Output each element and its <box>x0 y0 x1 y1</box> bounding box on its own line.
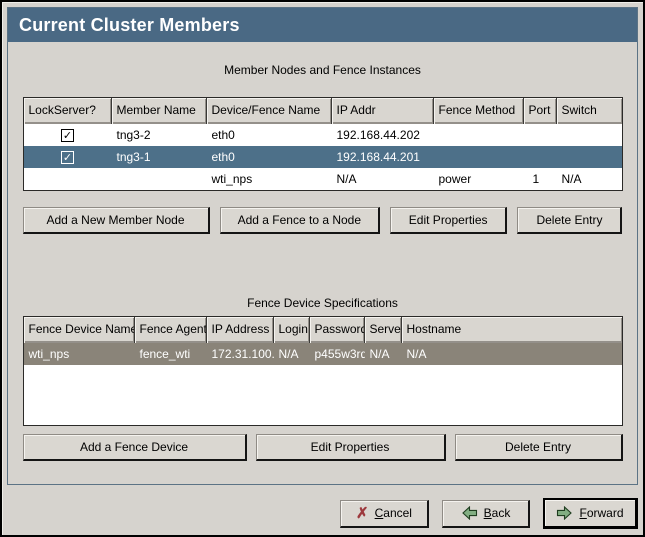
forward-button[interactable]: Forward <box>543 498 638 529</box>
hostname-cell: N/A <box>406 347 427 361</box>
member-name-cell: tng3-2 <box>116 128 151 142</box>
edit-properties-button[interactable]: Edit Properties <box>255 434 446 461</box>
lockserver-cell: ✓ <box>24 124 112 146</box>
cancel-button[interactable]: ✗ Cancel <box>340 499 429 528</box>
back-button[interactable]: Back <box>442 499 530 528</box>
checkbox-checked-icon[interactable]: ✓ <box>61 150 74 164</box>
member-name-cell <box>112 168 207 190</box>
column-header-login[interactable]: Login <box>273 317 310 343</box>
device-fence-cell: wti_nps <box>211 172 253 186</box>
table-row[interactable]: ✓ tng3-2 eth0 192.168.44.202 <box>24 124 622 146</box>
server-cell: N/A <box>369 347 390 361</box>
column-header-password[interactable]: Password <box>309 317 365 343</box>
fence-method-cell <box>434 146 524 168</box>
column-header-hostname[interactable]: Hostname <box>401 317 622 343</box>
password-cell: p455w3rd <box>314 347 365 361</box>
device-fence-cell: eth0 <box>211 128 235 142</box>
delete-entry-button[interactable]: Delete Entry <box>517 207 623 234</box>
lockserver-cell <box>24 168 112 190</box>
cancel-button-label: Cancel <box>374 506 412 520</box>
fence-table: Fence Device Name Fence Agent IP Address… <box>22 316 623 426</box>
wizard-footer: ✗ Cancel Back Forward <box>340 498 638 529</box>
member-name-cell: tng3-1 <box>116 150 151 164</box>
add-fence-to-node-button[interactable]: Add a Fence to a Node <box>219 207 380 234</box>
arrow-right-icon <box>557 506 573 520</box>
page-title: Current Cluster Members <box>8 8 637 42</box>
login-cell: N/A <box>278 347 299 361</box>
forward-button-label: Forward <box>579 506 624 520</box>
add-fence-device-button[interactable]: Add a Fence Device <box>22 434 247 461</box>
column-header-ip-addr[interactable]: IP Addr <box>331 98 434 124</box>
fence-method-cell: power <box>438 172 472 186</box>
delete-entry-button[interactable]: Delete Entry <box>454 434 623 461</box>
ip-addr-cell: N/A <box>336 172 357 186</box>
table-row-selected[interactable]: ✓ tng3-1 eth0 192.168.44.201 <box>23 146 622 168</box>
edit-properties-button[interactable]: Edit Properties <box>390 207 508 234</box>
fence-agent-cell: fence_wti <box>139 347 191 361</box>
fence-table-caption: Fence Device Specifications <box>247 296 398 310</box>
members-table: LockServer? Member Name Device/Fence Nam… <box>22 97 623 191</box>
ip-addr-cell: 192.168.44.202 <box>336 128 420 142</box>
column-header-fence-agent[interactable]: Fence Agent <box>134 317 207 343</box>
column-header-lockserver[interactable]: LockServer? <box>23 98 112 124</box>
column-header-member-name[interactable]: Member Name <box>111 98 207 124</box>
fence-device-name-cell: wti_nps <box>28 347 70 361</box>
switch-cell: N/A <box>561 172 582 186</box>
members-button-row: Add a New Member Node Add a Fence to a N… <box>22 207 623 234</box>
fence-method-cell <box>434 124 524 146</box>
switch-cell <box>557 124 622 146</box>
table-row-selected[interactable]: wti_nps fence_wti 172.31.100.1 N/A p455w… <box>23 343 622 365</box>
lockserver-cell: ✓ <box>24 146 112 168</box>
column-header-server[interactable]: Server <box>364 317 402 343</box>
column-header-switch[interactable]: Switch <box>556 98 622 124</box>
fence-table-header-row: Fence Device Name Fence Agent IP Address… <box>23 317 622 343</box>
column-header-port[interactable]: Port <box>523 98 557 124</box>
back-button-label: Back <box>483 506 511 520</box>
content-panel: Current Cluster Members Member Nodes and… <box>7 7 638 485</box>
table-row[interactable]: wti_nps N/A power 1 N/A <box>24 168 622 190</box>
port-cell: 1 <box>532 172 540 186</box>
column-header-fence-method[interactable]: Fence Method <box>433 98 524 124</box>
port-cell <box>524 124 557 146</box>
ip-address-cell: 172.31.100.1 <box>211 347 274 361</box>
checkbox-checked-icon[interactable]: ✓ <box>61 128 74 142</box>
column-header-device-fence[interactable]: Device/Fence Name <box>206 98 332 124</box>
add-member-node-button[interactable]: Add a New Member Node <box>22 207 210 234</box>
arrow-left-icon <box>461 506 477 520</box>
empty-list-area[interactable] <box>23 365 622 425</box>
column-header-ip-address[interactable]: IP Address <box>206 317 274 343</box>
switch-cell <box>557 146 622 168</box>
members-table-caption: Member Nodes and Fence Instances <box>224 63 421 77</box>
members-table-header-row: LockServer? Member Name Device/Fence Nam… <box>23 98 622 124</box>
fence-button-row: Add a Fence Device Edit Properties Delet… <box>22 434 623 461</box>
column-header-fence-device-name[interactable]: Fence Device Name <box>23 317 135 343</box>
device-fence-cell: eth0 <box>211 150 235 164</box>
ip-addr-cell: 192.168.44.201 <box>336 150 420 164</box>
cancel-x-icon: ✗ <box>356 504 369 522</box>
port-cell <box>524 146 557 168</box>
